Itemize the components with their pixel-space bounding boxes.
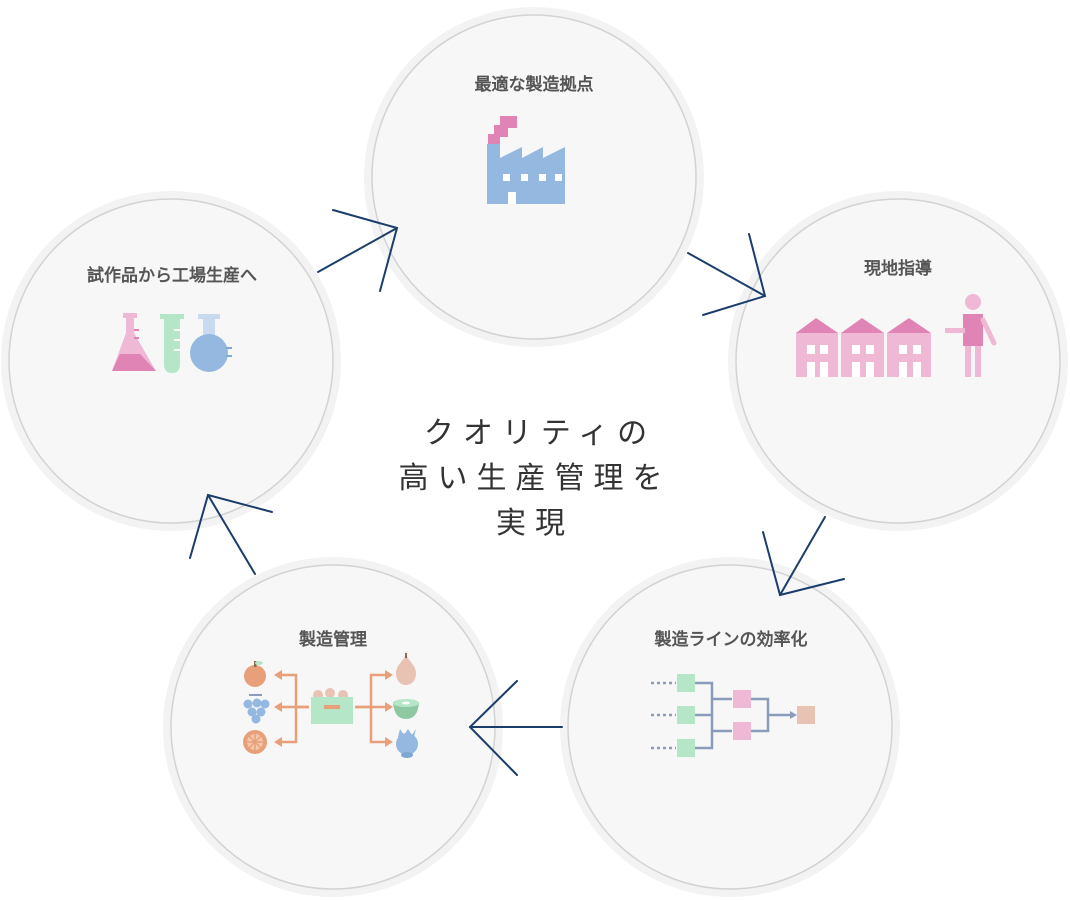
test-tube-icon <box>160 314 184 373</box>
orange-slice-icon <box>243 730 267 754</box>
apple-icon <box>244 661 266 687</box>
factory-icon <box>487 116 565 204</box>
house-icon <box>841 318 884 377</box>
pear-icon <box>396 653 416 685</box>
node-titles: 最適な製造拠点 現地指導 製造ラインの効率化 製造管理 試作品から工場生産へ <box>87 74 932 650</box>
arrow-to-onsite-guidance <box>687 233 767 316</box>
arrow-to-production-management <box>468 680 563 776</box>
title-production-management: 製造管理 <box>298 629 367 650</box>
center-line-3: 実現 <box>496 506 574 541</box>
round-flask-icon <box>190 314 232 372</box>
arrow-to-prototype-to-factory <box>189 493 273 575</box>
lab-flasks-icon <box>112 313 232 373</box>
title-line-efficiency: 製造ラインの効率化 <box>654 629 808 650</box>
house-icon <box>796 318 838 377</box>
title-prototype-to-factory: 試作品から工場生産へ <box>87 265 257 286</box>
house-icon <box>887 318 931 377</box>
center-message: クオリティの 高い生産管理を 実現 <box>399 416 672 541</box>
conical-flask-icon <box>112 313 156 371</box>
title-onsite-guidance: 現地指導 <box>864 258 932 279</box>
produce-sorting-icon <box>243 653 419 758</box>
flow-chart-icon <box>651 674 815 757</box>
title-optimal-base: 最適な製造拠点 <box>475 74 594 95</box>
arrow-to-line-efficiency <box>762 516 845 597</box>
grapes-icon <box>243 694 270 724</box>
center-line-2: 高い生産管理を <box>399 461 672 496</box>
cycle-arrows <box>189 209 845 776</box>
center-line-1: クオリティの <box>424 416 656 451</box>
cycle-circles <box>1 7 1068 897</box>
houses-instructor-icon <box>796 294 997 377</box>
kiwi-icon <box>393 699 419 719</box>
arrow-to-optimal-base <box>317 209 399 292</box>
instructor-icon <box>945 294 997 377</box>
crate-icon <box>311 688 353 724</box>
berry-icon <box>396 729 418 758</box>
